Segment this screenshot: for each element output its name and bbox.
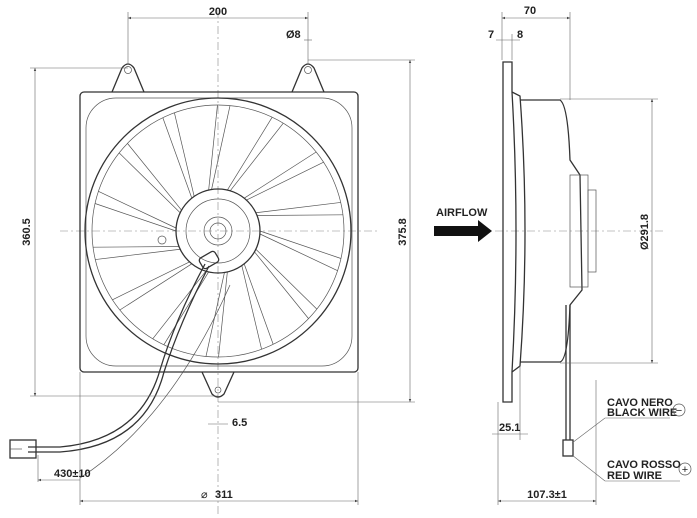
plus-symbol: + <box>682 464 688 476</box>
black-wire-label-it: CAVO NERO <box>607 397 673 409</box>
fan-blade <box>162 112 195 199</box>
front-dimensions: 200 Ø8 360.5 375.8 6.5 430±10 ⌀ 311 <box>21 6 415 505</box>
airflow-indicator: AIRFLOW <box>434 207 492 242</box>
cable <box>28 263 206 448</box>
fan-blade <box>112 261 193 311</box>
dim-frame-height: 360.5 <box>21 218 33 246</box>
fan-blade <box>118 143 182 214</box>
fan-blade <box>208 104 231 191</box>
side-dimensions: 70 7 8 Ø291.8 25.1 107.3±1 <box>488 5 658 505</box>
minus-symbol: − <box>676 405 682 417</box>
mount-tab-bottom <box>201 371 235 398</box>
fan-shroud <box>84 97 352 365</box>
square-symbol: ⌀ <box>201 489 208 501</box>
black-wire-label-en: BLACK WIRE <box>607 407 677 419</box>
side-view <box>495 61 665 457</box>
dim-plate: 7 <box>488 29 494 41</box>
airflow-arrow-icon <box>434 220 492 242</box>
red-wire-label-en: RED WIRE <box>607 470 662 482</box>
dim-frame-width: 311 <box>215 489 233 501</box>
motor-hub <box>175 188 261 274</box>
fan-blade <box>205 271 228 358</box>
minus-icon <box>672 403 686 417</box>
plus-icon <box>678 462 692 476</box>
dim-hole-diameter: Ø8 <box>286 29 301 41</box>
dim-fan-diameter: Ø291.8 <box>639 214 651 250</box>
dim-depth-total: 70 <box>524 5 536 17</box>
dim-bottom-tab: 6.5 <box>232 417 247 429</box>
dim-overall-depth: 107.3±1 <box>527 489 567 501</box>
fan-blade <box>243 151 324 201</box>
mount-tab-right <box>291 63 325 93</box>
dim-cable-length: 430±10 <box>54 468 91 480</box>
dim-tab-spacing: 200 <box>209 6 227 18</box>
fan-blade <box>152 271 209 345</box>
dim-overall-height: 375.8 <box>397 218 409 246</box>
fan-blade <box>93 246 181 260</box>
front-view <box>9 10 380 515</box>
fan-blades <box>93 104 343 358</box>
side-frame-plate <box>502 61 517 403</box>
side-connector <box>562 439 574 457</box>
fan-blade <box>254 248 318 319</box>
dim-offset: 8 <box>517 29 523 41</box>
wire-labels: CAVO NERO BLACK WIRE − CAVO ROSSO RED WI… <box>571 397 692 482</box>
airflow-label: AIRFLOW <box>436 207 488 219</box>
red-wire-label-it: CAVO ROSSO <box>607 459 681 471</box>
fan-blade <box>94 191 177 232</box>
fan-blade <box>255 202 343 216</box>
fan-blade <box>227 117 284 191</box>
fan-blade <box>241 263 274 350</box>
motor-body <box>520 99 583 363</box>
fan-frame <box>79 91 359 373</box>
fan-blade <box>259 230 342 271</box>
dim-flange-depth: 25.1 <box>499 422 520 434</box>
